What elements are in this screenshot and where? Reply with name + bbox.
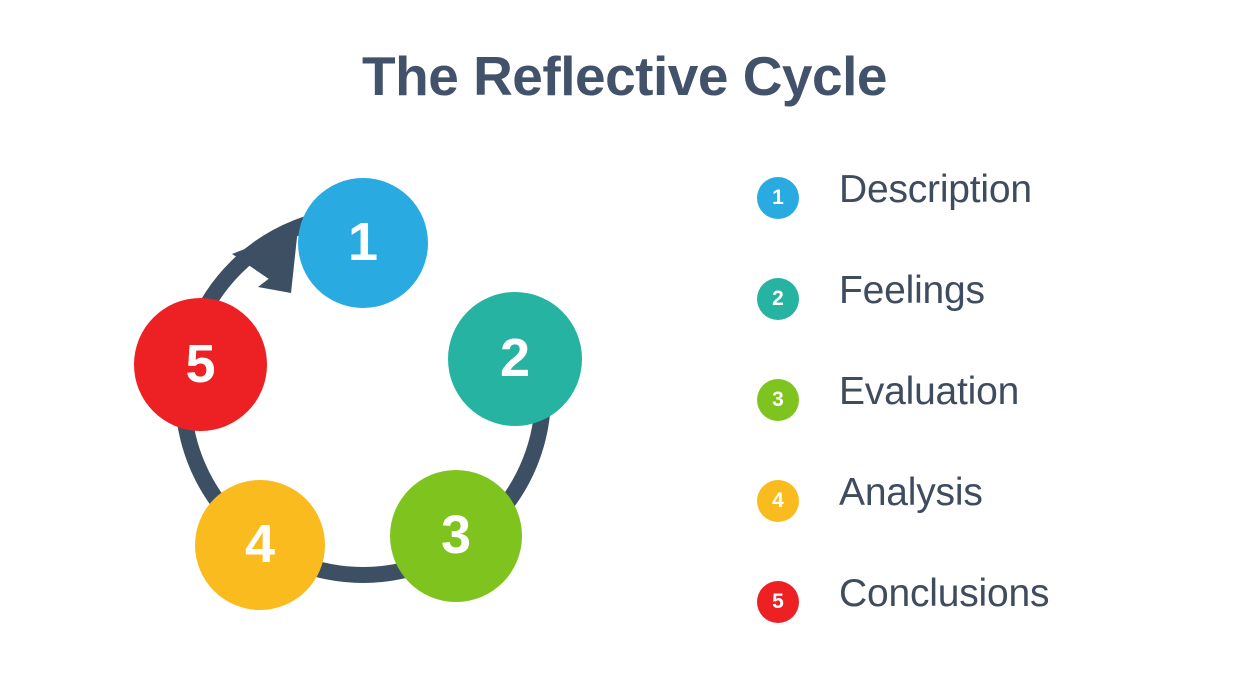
cycle-node-4-number: 4 [244, 514, 276, 574]
cycle-node-1[interactable]: 1 [298, 178, 428, 308]
legend-label-analysis: Analysis [839, 471, 983, 514]
legend-badge-4-number: 4 [772, 488, 784, 512]
legend-label-evaluation: Evaluation [839, 370, 1020, 413]
legend-badge-2-number: 2 [772, 286, 784, 310]
legend-label-conclusions: Conclusions [839, 572, 1050, 615]
cycle-node-3-number: 3 [440, 505, 472, 565]
legend-badge-3: 3 [757, 379, 799, 421]
cycle-node-1-number: 1 [347, 212, 379, 272]
cycle-diagram: 1 2 3 4 5 [120, 150, 620, 650]
legend-item-3[interactable]: 3 Evaluation [757, 372, 1207, 473]
cycle-node-4[interactable]: 4 [195, 480, 325, 610]
page-title: The Reflective Cycle [362, 45, 887, 107]
legend-badge-4: 4 [757, 480, 799, 522]
cycle-node-2-number: 2 [499, 328, 531, 388]
legend-badge-2: 2 [757, 278, 799, 320]
legend-label-feelings: Feelings [839, 269, 985, 312]
legend-item-5[interactable]: 5 Conclusions [757, 574, 1207, 675]
cycle-node-5-number: 5 [185, 333, 216, 394]
cycle-node-5[interactable]: 5 [134, 298, 267, 431]
cycle-node-3[interactable]: 3 [390, 470, 522, 602]
cycle-node-2[interactable]: 2 [448, 292, 582, 426]
cycle-arrowhead [232, 226, 298, 293]
legend-item-1[interactable]: 1 Description [757, 170, 1207, 271]
legend-badge-1-number: 1 [772, 185, 784, 209]
legend-badge-5: 5 [757, 581, 799, 623]
legend-badge-3-number: 3 [772, 387, 784, 411]
legend-item-2[interactable]: 2 Feelings [757, 271, 1207, 372]
legend-list: 1 Description 2 Feelings 3 Evaluation 4 … [757, 170, 1207, 675]
legend-item-4[interactable]: 4 Analysis [757, 473, 1207, 574]
legend-badge-5-number: 5 [772, 589, 784, 613]
legend-badge-1: 1 [757, 177, 799, 219]
legend-label-description: Description [839, 168, 1032, 211]
